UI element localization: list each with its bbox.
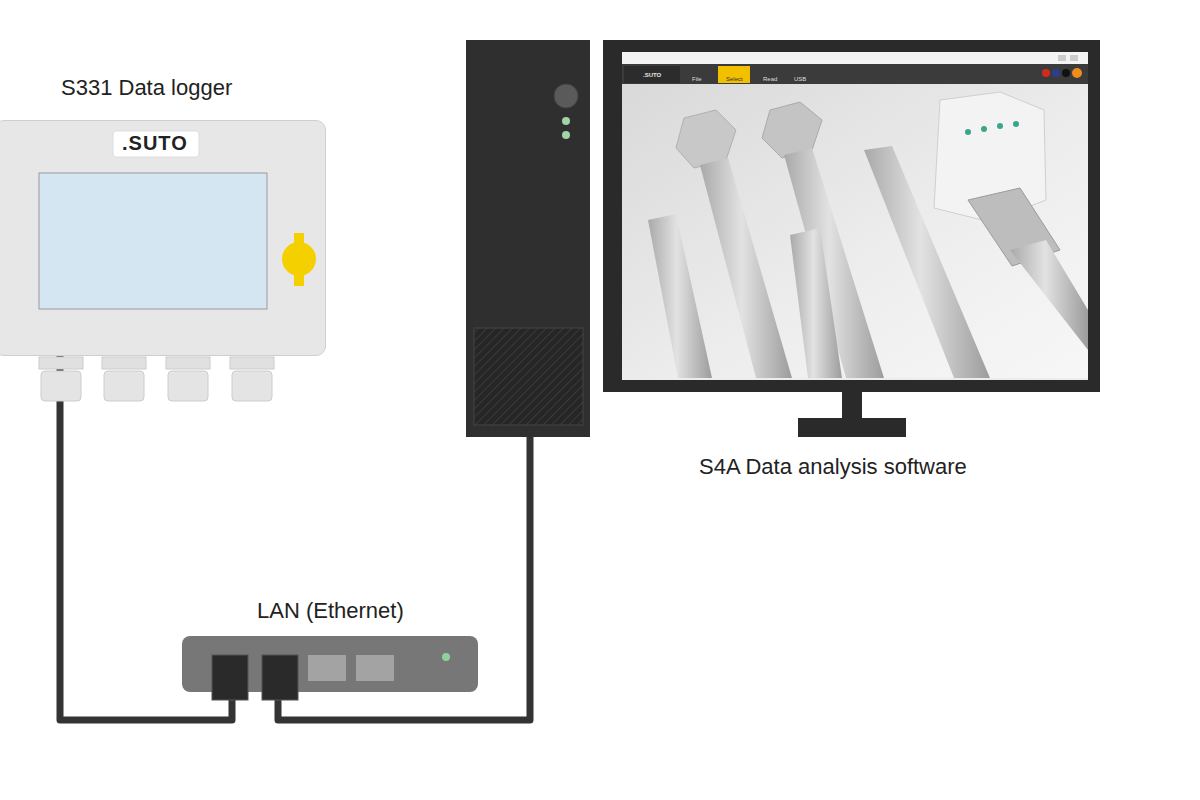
logger-details bbox=[0, 121, 327, 405]
lan-switch: LAN (Ethernet) bbox=[182, 636, 478, 692]
switch-ports bbox=[182, 636, 478, 706]
software-logo: .SUTO bbox=[643, 72, 661, 78]
toolbar-item: File bbox=[692, 76, 702, 82]
device-label: LAN (Ethernet) bbox=[257, 598, 404, 624]
toolbar-item: Read bbox=[763, 76, 777, 82]
computer: S4A Data analysis software bbox=[466, 40, 1100, 437]
toolbar-item: USB bbox=[794, 76, 806, 82]
data-logger: S331 Data logger bbox=[0, 120, 326, 356]
device-label: S331 Data logger bbox=[61, 75, 232, 101]
device-label: S4A Data analysis software bbox=[699, 454, 967, 480]
toolbar-item: Select bbox=[726, 76, 743, 82]
brand-logo: .SUTO bbox=[122, 133, 188, 153]
